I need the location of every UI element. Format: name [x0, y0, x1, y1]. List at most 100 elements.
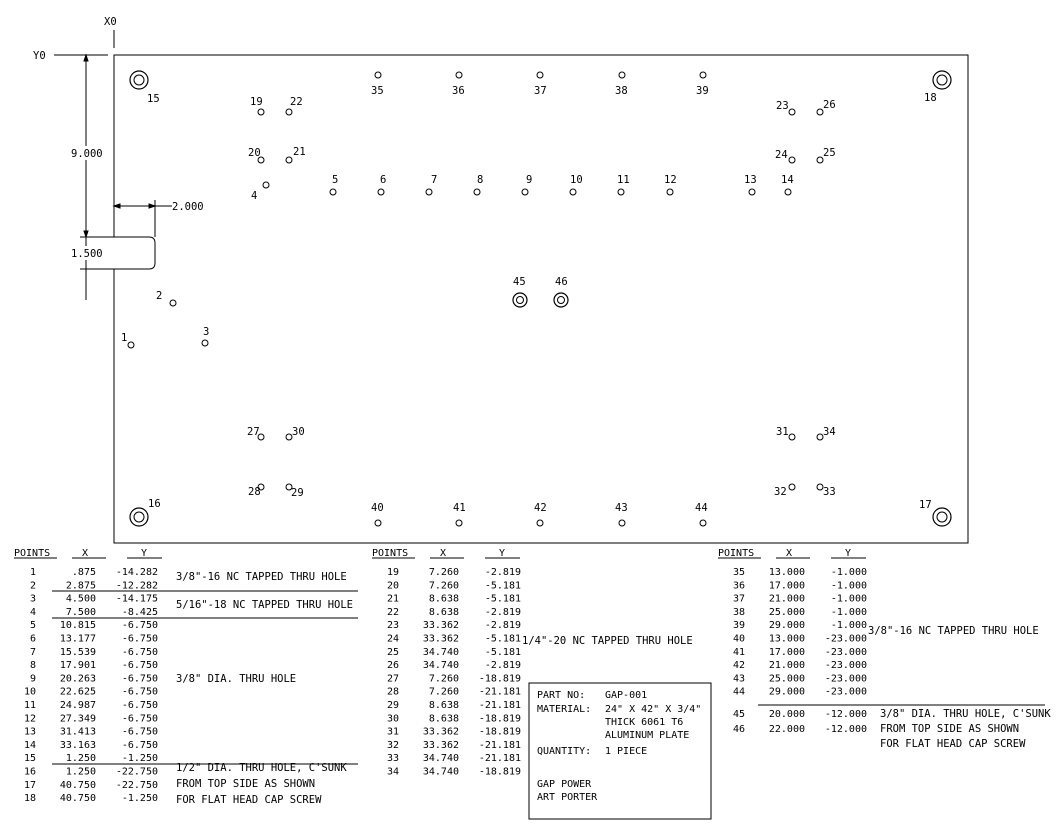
- cell-x: 7.260: [429, 567, 459, 578]
- cell-point: 6: [30, 634, 36, 645]
- hole-39: [699, 71, 707, 79]
- hole-label-14: 14: [781, 174, 794, 186]
- cell-y: -5.181: [485, 580, 521, 591]
- cell-point: 34: [387, 767, 399, 778]
- hole-34: [816, 433, 824, 441]
- cell-point: 38: [733, 607, 745, 618]
- hole-marker: [816, 108, 824, 116]
- cell-x: 21.000: [769, 594, 805, 605]
- hole-label-38: 38: [615, 85, 628, 97]
- dim-9000-label: 9.000: [71, 148, 103, 160]
- cell-x: 33.362: [423, 727, 459, 738]
- header-y: Y: [141, 548, 147, 559]
- hole-8: [473, 188, 481, 196]
- cell-y: -6.750: [122, 634, 158, 645]
- hole-marker: [788, 108, 796, 116]
- cell-point: 13: [24, 727, 36, 738]
- hole-marker: [169, 299, 177, 307]
- hole-label-12: 12: [664, 174, 677, 186]
- hole-label-10: 10: [570, 174, 583, 186]
- note-csunk-1-2-line: FROM TOP SIDE AS SHOWN: [176, 778, 315, 790]
- note-csunk-1-2-line: FOR FLAT HEAD CAP SCREW: [176, 794, 322, 806]
- material-line: ALUMINUM PLATE: [605, 730, 689, 741]
- cell-x: 7.260: [429, 673, 459, 684]
- hole-1: [127, 341, 135, 349]
- cell-point: 43: [733, 673, 745, 684]
- hole-marker: [784, 188, 792, 196]
- hole-23: [788, 108, 796, 116]
- material-label: MATERIAL:: [537, 704, 591, 715]
- hole-44: [699, 519, 707, 527]
- cell-y: -6.750: [122, 740, 158, 751]
- hole-label-29: 29: [291, 487, 304, 499]
- cell-point: 4: [30, 607, 36, 618]
- hole-label-16: 16: [148, 498, 161, 510]
- hole-marker: [473, 188, 481, 196]
- cell-x: 17.000: [769, 647, 805, 658]
- cell-point: 17: [24, 780, 36, 791]
- hole-17: [932, 507, 952, 527]
- csunk-outer: [512, 292, 528, 308]
- hole-label-26: 26: [823, 99, 836, 111]
- cell-x: 33.362: [423, 740, 459, 751]
- hole-label-15: 15: [147, 93, 160, 105]
- cell-y: -12.282: [116, 580, 158, 591]
- cell-point: 28: [387, 687, 399, 698]
- hole-22: [285, 108, 293, 116]
- header-x: X: [440, 548, 446, 559]
- hole-label-44: 44: [695, 502, 708, 514]
- table-row: 1.875-14.282: [30, 567, 158, 578]
- cell-point: 5: [30, 620, 36, 631]
- cell-x: 8.638: [429, 713, 459, 724]
- hole-marker: [816, 156, 824, 164]
- hole-label-25: 25: [823, 147, 836, 159]
- hole-10: [569, 188, 577, 196]
- hole-label-28: 28: [248, 486, 261, 498]
- cell-y: -21.181: [479, 700, 521, 711]
- cell-y: -21.181: [479, 753, 521, 764]
- cell-x: 34.740: [423, 660, 459, 671]
- cell-point: 25: [387, 647, 399, 658]
- table-row: 2 2.875 -12.282: [30, 580, 158, 591]
- header-y: Y: [845, 548, 851, 559]
- cell-y: -5.181: [485, 647, 521, 658]
- hole-marker: [374, 519, 382, 527]
- hole-5: [329, 188, 337, 196]
- cell-x: 2.875: [66, 580, 96, 591]
- cell-point: 2: [30, 580, 36, 591]
- cell-x: 17.000: [769, 580, 805, 591]
- note-dia-3-8: 3/8" DIA. THRU HOLE: [176, 673, 296, 685]
- csunk-inner: [936, 74, 948, 86]
- cell-x: 33.362: [423, 634, 459, 645]
- dim-arrow: [148, 203, 157, 209]
- hole-12: [666, 188, 674, 196]
- hole-label-7: 7: [431, 174, 437, 186]
- cell-x: 1.250: [66, 753, 96, 764]
- hole-15: [129, 70, 149, 90]
- hole-20: [257, 156, 265, 164]
- cell-y: -5.181: [485, 594, 521, 605]
- cell-y: -22.750: [116, 780, 158, 791]
- cell-point: 11: [24, 700, 36, 711]
- hole-marker: [816, 433, 824, 441]
- holes: [127, 70, 952, 527]
- cell-x: 40.750: [60, 793, 96, 804]
- cell-x: 22.625: [60, 687, 96, 698]
